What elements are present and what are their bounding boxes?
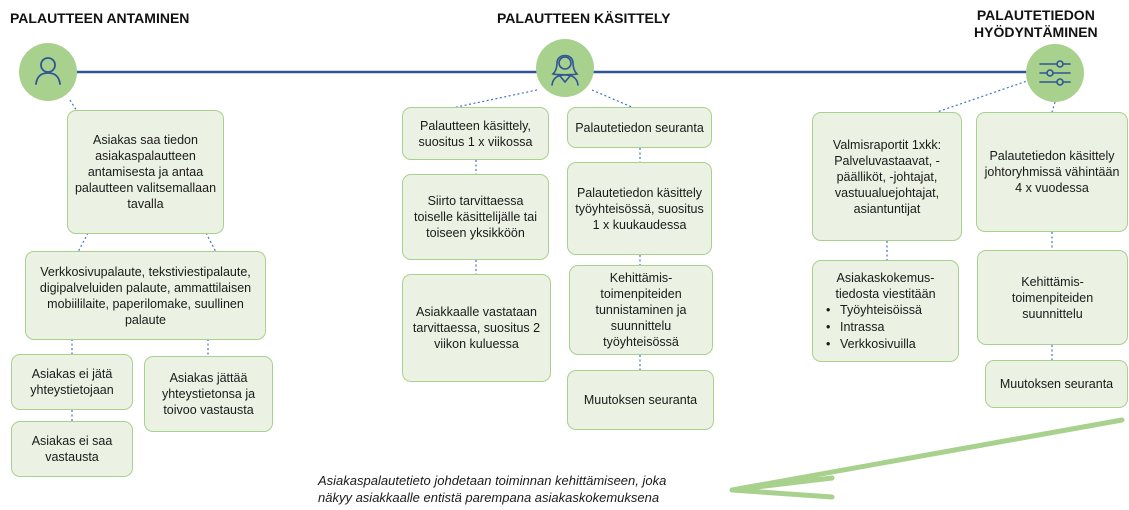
list-item: Työyhteisöissä bbox=[818, 302, 953, 319]
box-feedback-channels: Verkkosivupalaute, tekstiviestipalaute, … bbox=[25, 251, 266, 340]
connector-col1-main bbox=[69, 99, 81, 117]
connector-main-channels-right bbox=[205, 232, 217, 253]
box-text: Muutoksen seuranta bbox=[583, 393, 698, 407]
box-experience-communication: Asiakaskokemus-tiedosta viestitään Työyh… bbox=[812, 260, 959, 362]
box-no-contact-info: Asiakas ei jätä yhteystietojaan bbox=[11, 354, 133, 410]
box-no-reply: Asiakas ei saa vastausta bbox=[11, 421, 133, 477]
connector-col3-right bbox=[1051, 101, 1056, 113]
connector-col3-left bbox=[936, 79, 1031, 113]
box-feedback-monitoring: Palautetiedon seuranta bbox=[567, 107, 712, 148]
box-change-monitoring-2: Muutoksen seuranta bbox=[985, 360, 1128, 408]
box-development-identification: Kehittämis-toimenpiteiden tunnistaminen … bbox=[569, 265, 713, 355]
communication-list: Työyhteisöissä Intrassa Verkkosivuilla bbox=[818, 302, 953, 353]
person-icon bbox=[19, 43, 77, 101]
box-text: Asiakas saa tiedon asiakaspalautteen ant… bbox=[74, 133, 217, 211]
box-text: Asiakas ei jätä yhteystietojaan bbox=[30, 367, 114, 397]
heading-line-1: PALAUTETIEDON bbox=[976, 7, 1095, 23]
heading-feedback-handling: PALAUTTEEN KÄSITTELY bbox=[497, 10, 671, 26]
box-customer-informed: Asiakas saa tiedon asiakaspalautteen ant… bbox=[67, 110, 224, 234]
box-text: Palautetiedon käsittely johtoryhmissä vä… bbox=[984, 149, 1120, 195]
box-text: Muutoksen seuranta bbox=[999, 377, 1114, 391]
box-text: Verkkosivupalaute, tekstiviestipalaute, … bbox=[39, 264, 252, 327]
box-text: Asiakaskokemus-tiedosta viestitään bbox=[835, 270, 936, 301]
box-management-handling: Palautetiedon käsittely johtoryhmissä vä… bbox=[976, 112, 1128, 232]
box-weekly-handling: Palautteen käsittely, suositus 1 x viiko… bbox=[402, 107, 549, 160]
box-text: Palautetiedon käsittely työyhteisössä, s… bbox=[575, 185, 704, 232]
box-monthly-handling: Palautetiedon käsittely työyhteisössä, s… bbox=[567, 162, 712, 255]
heading-feedback-utilization: PALAUTETIEDON HYÖDYNTÄMINEN bbox=[974, 7, 1098, 41]
box-text: Asiakas jättää yhteystietonsa ja toivoo … bbox=[161, 371, 256, 417]
box-text: Palautteen käsittely, suositus 1 x viiko… bbox=[418, 118, 533, 149]
caption-line-1: Asiakaspalautetieto johdetaan toiminnan … bbox=[318, 473, 667, 488]
box-text: Valmisraportit 1xkk: Palveluvastaavat, -… bbox=[832, 137, 942, 216]
customer-service-agent-icon bbox=[536, 39, 594, 97]
heading-line-2: HYÖDYNTÄMINEN bbox=[974, 24, 1098, 40]
caption: Asiakaspalautetieto johdetaan toiminnan … bbox=[318, 472, 666, 506]
list-item: Verkkosivuilla bbox=[818, 336, 953, 353]
sliders-icon bbox=[1026, 44, 1084, 102]
box-text: Palautetiedon seuranta bbox=[575, 120, 704, 135]
connector-col2-left bbox=[451, 89, 538, 109]
box-development-planning: Kehittämis-toimenpiteiden suunnittelu bbox=[977, 250, 1128, 345]
box-text: Kehittämis-toimenpiteiden suunnittelu bbox=[1011, 274, 1094, 321]
box-text: Siirto tarvittaessa toiselle käsittelijä… bbox=[414, 194, 537, 240]
connector-main-channels-left bbox=[77, 232, 89, 253]
box-customer-reply: Asiakkaalle vastataan tarvittaessa, suos… bbox=[402, 274, 551, 382]
box-text: Asiakkaalle vastataan tarvittaessa, suos… bbox=[412, 305, 541, 351]
box-change-monitoring: Muutoksen seuranta bbox=[567, 370, 714, 430]
box-text: Asiakas ei saa vastausta bbox=[31, 434, 113, 464]
box-contact-reply-wanted: Asiakas jättää yhteystietonsa ja toivoo … bbox=[144, 356, 273, 432]
feedback-arrow bbox=[729, 417, 1125, 500]
heading-feedback-giving: PALAUTTEEN ANTAMINEN bbox=[10, 10, 190, 26]
box-text: Kehittämis-toimenpiteiden tunnistaminen … bbox=[595, 271, 687, 349]
box-transfer: Siirto tarvittaessa toiselle käsittelijä… bbox=[402, 174, 549, 260]
caption-line-2: näkyy asiakkaalle entistä parempana asia… bbox=[318, 490, 660, 505]
connector-col2-right bbox=[591, 89, 635, 109]
box-ready-reports: Valmisraportit 1xkk: Palveluvastaavat, -… bbox=[812, 112, 962, 241]
list-item: Intrassa bbox=[818, 319, 953, 336]
